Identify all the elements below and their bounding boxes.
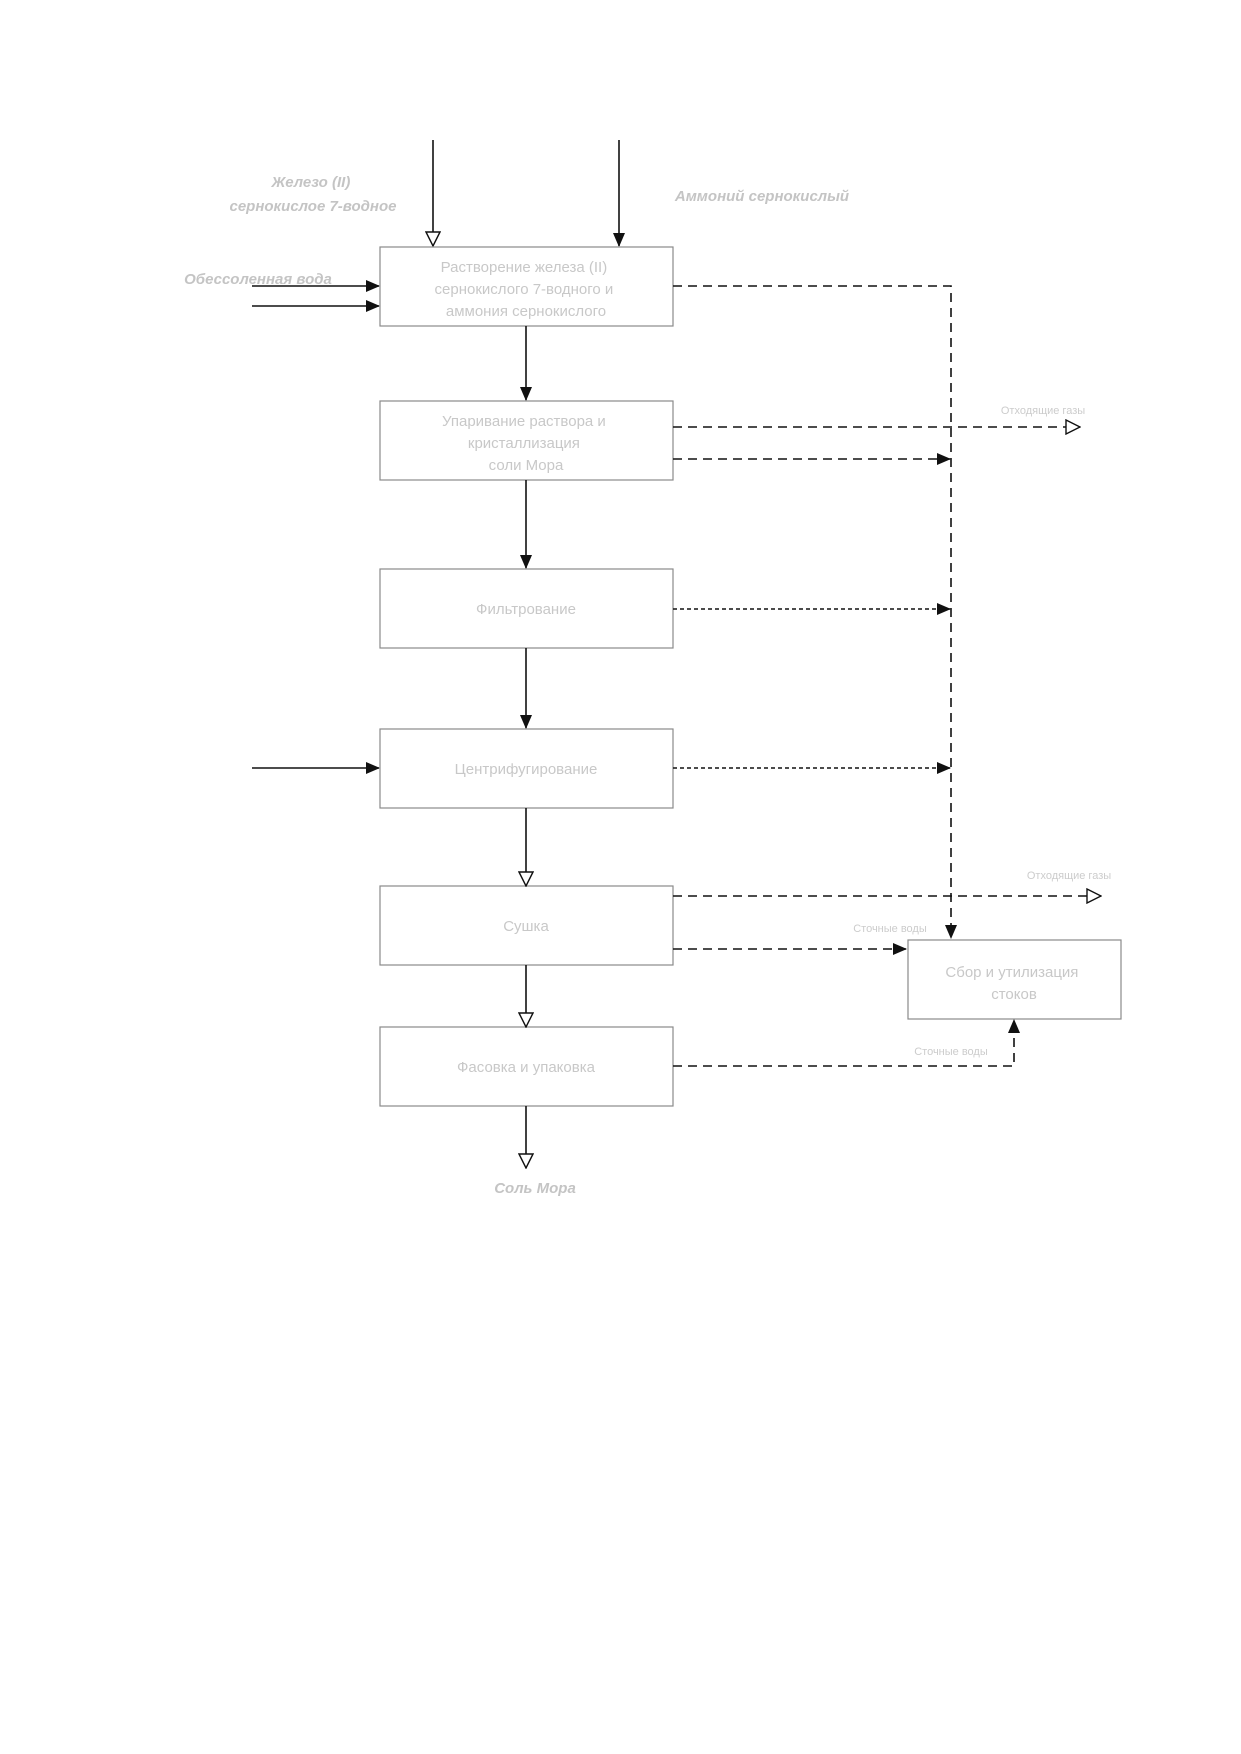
step-drying: Сушка [379,885,674,966]
label-offgas-2: Отходящие газы [1027,870,1111,882]
step-evaporation-label: Упаривание раствора и кристаллизация сол… [442,413,610,474]
stream-dissolution-to-collector [673,285,957,939]
step-dissolution: Растворение железа (II) сернокислого 7-в… [379,246,674,327]
step-drying-label: Сушка [503,918,549,935]
output-label: Соль Мора [494,1180,576,1197]
step-dissolution-label: Растворение железа (II) сернокислого 7-в… [435,259,618,320]
input-label-demineralized-water: Обессоленная вода [184,271,332,288]
stream-packing-wastewater [673,1019,1020,1067]
step-packing: Фасовка и упаковка [379,1026,674,1107]
step-evaporation: Упаривание раствора и кристаллизация сол… [379,400,674,481]
step-filtration: Фильтрование [379,568,674,649]
waste-collection-box: Сбор и утилизация стоков [907,939,1122,1020]
label-wastewater-2: Сточные воды [914,1046,988,1058]
step-centrifugation: Центрифугирование [379,728,674,809]
label-wastewater-1: Сточные воды [853,923,927,935]
input-label-iron-sulfate: Железо (II) сернокислое 7-водное [229,174,396,215]
step-centrifugation-label: Центрифугирование [455,761,598,778]
label-offgas-1: Отходящие газы [1001,405,1085,417]
step-packing-label: Фасовка и упаковка [457,1059,596,1076]
input-label-ammonium-sulfate: Аммоний сернокислый [674,188,849,205]
step-filtration-label: Фильтрование [476,601,576,618]
waste-collection-label: Сбор и утилизация стоков [945,964,1082,1003]
